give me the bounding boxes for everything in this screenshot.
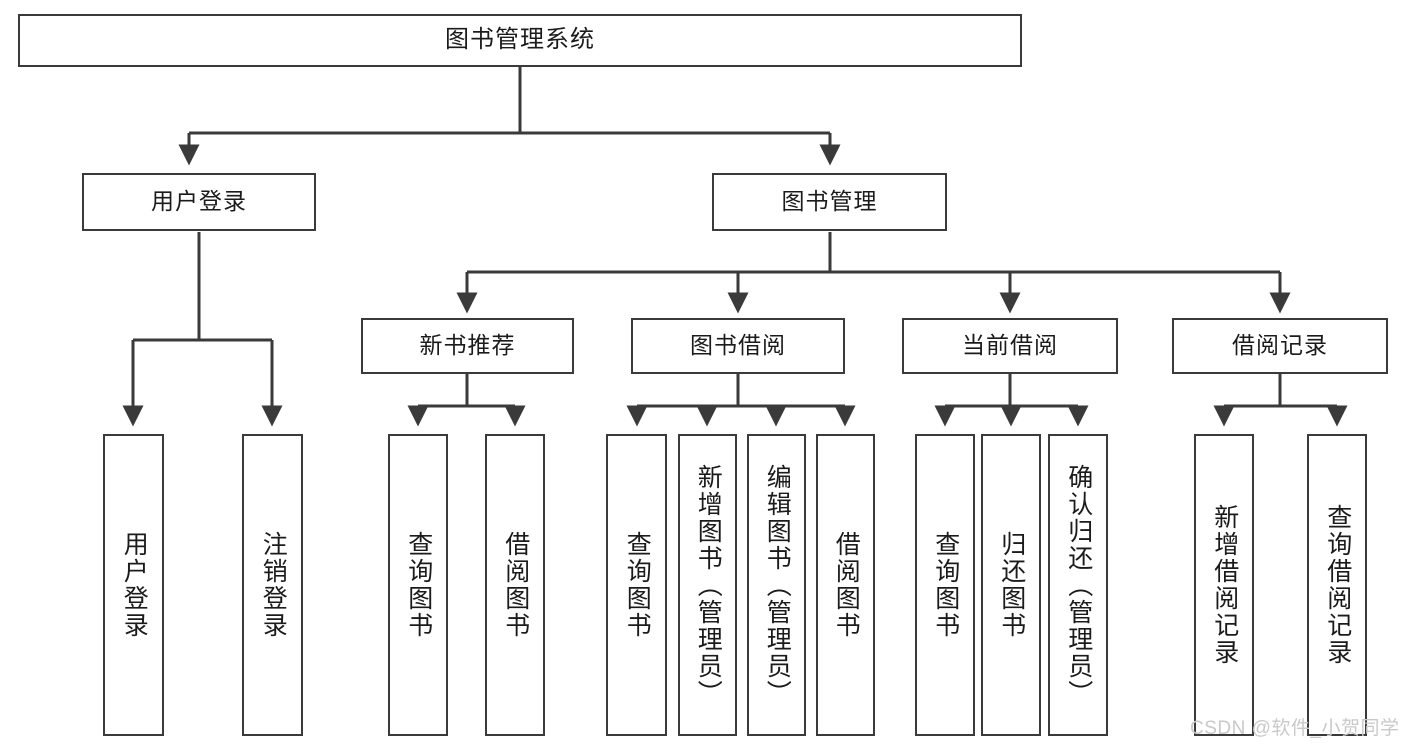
leaf-label: 借阅图书 bbox=[832, 531, 861, 639]
leaf-edit-book[interactable]: 编辑图书（管理员） bbox=[747, 434, 806, 736]
leaf-borrow-book-2[interactable]: 借阅图书 bbox=[816, 434, 875, 736]
node-borrow-record[interactable]: 借阅记录 bbox=[1172, 318, 1388, 374]
leaf-return-book[interactable]: 归还图书 bbox=[981, 434, 1041, 736]
leaf-label: 借阅图书 bbox=[501, 531, 530, 639]
leaf-label: 编辑图书（管理员） bbox=[763, 463, 792, 707]
leaf-label: 新增借阅记录 bbox=[1210, 504, 1239, 666]
leaf-add-record[interactable]: 新增借阅记录 bbox=[1194, 434, 1254, 736]
leaf-add-book[interactable]: 新增图书（管理员） bbox=[678, 434, 737, 736]
node-new-book-recommend[interactable]: 新书推荐 bbox=[361, 318, 574, 374]
leaf-label: 查询图书 bbox=[404, 531, 433, 639]
leaf-label: 归还图书 bbox=[997, 531, 1026, 639]
leaf-label: 注销登录 bbox=[259, 531, 288, 639]
leaf-confirm-return[interactable]: 确认归还（管理员） bbox=[1048, 434, 1108, 736]
node-book-management[interactable]: 图书管理 bbox=[712, 173, 947, 231]
leaf-query-book-2[interactable]: 查询图书 bbox=[606, 434, 667, 736]
node-current-borrow[interactable]: 当前借阅 bbox=[902, 318, 1118, 374]
leaf-query-book-3[interactable]: 查询图书 bbox=[915, 434, 975, 736]
node-user-login[interactable]: 用户登录 bbox=[82, 173, 316, 231]
leaf-query-record[interactable]: 查询借阅记录 bbox=[1307, 434, 1367, 736]
leaf-label: 查询图书 bbox=[931, 531, 960, 639]
leaf-query-book-1[interactable]: 查询图书 bbox=[388, 434, 448, 736]
leaf-user-login[interactable]: 用户登录 bbox=[103, 434, 164, 736]
leaf-logout-login[interactable]: 注销登录 bbox=[242, 434, 303, 736]
leaf-label: 新增图书（管理员） bbox=[694, 463, 723, 707]
leaf-label: 用户登录 bbox=[120, 531, 149, 639]
node-root[interactable]: 图书管理系统 bbox=[18, 14, 1022, 67]
watermark: CSDN @软件_小贺同学 bbox=[1190, 718, 1400, 739]
leaf-label: 查询图书 bbox=[623, 531, 652, 639]
leaf-label: 确认归还（管理员） bbox=[1064, 463, 1093, 707]
leaf-borrow-book-1[interactable]: 借阅图书 bbox=[485, 434, 545, 736]
leaf-label: 查询借阅记录 bbox=[1323, 504, 1352, 666]
node-book-borrow[interactable]: 图书借阅 bbox=[631, 318, 845, 374]
